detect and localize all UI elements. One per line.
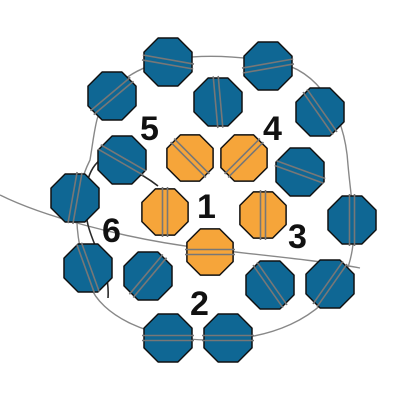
- outer-bead-2-shape: [243, 41, 293, 91]
- inner-bead-5-shape: [141, 188, 189, 236]
- outer-bead-3: [295, 87, 345, 137]
- outer-bead-15-thread-1: [217, 75, 224, 128]
- outer-bead-ring: [50, 37, 377, 363]
- outer-bead-2: [241, 41, 295, 91]
- outer-bead-11: [63, 242, 113, 294]
- inner-bead-1-shape: [166, 134, 214, 182]
- inner-bead-2-shape: [220, 134, 268, 182]
- outer-bead-6-shape: [305, 259, 355, 309]
- outer-bead-2-thread-2: [242, 63, 295, 74]
- outer-bead-7-shape: [245, 260, 295, 310]
- inner-bead-3: [239, 190, 287, 240]
- outer-bead-10: [123, 251, 173, 301]
- outer-bead-15-shape: [193, 77, 243, 127]
- outer-bead-14-thread-1: [89, 76, 131, 112]
- outer-bead-5-shape: [327, 195, 377, 245]
- outer-bead-13-thread-2: [97, 148, 144, 176]
- inner-bead-1-thread-1: [173, 138, 210, 175]
- inner-bead-ring: [141, 134, 287, 276]
- outer-bead-1-thread-1: [142, 54, 195, 65]
- outer-bead-11-thread-2: [76, 244, 96, 294]
- outer-bead-1-thread-2: [141, 59, 194, 70]
- inner-bead-4: [185, 228, 235, 276]
- outer-bead-12: [50, 171, 100, 225]
- outer-bead-8-shape: [203, 313, 253, 363]
- outer-bead-15: [193, 75, 243, 129]
- step-labels: 1 2 3 4 5 6: [102, 110, 307, 323]
- outer-bead-1: [141, 37, 195, 87]
- step-label-6: 6: [102, 212, 121, 250]
- outer-bead-4-thread-1: [276, 160, 326, 180]
- outer-bead-11-thread-1: [80, 242, 100, 292]
- outer-bead-4: [274, 147, 326, 197]
- outer-bead-9-shape: [143, 313, 193, 363]
- step-label-5: 5: [140, 110, 159, 148]
- outer-bead-4-shape: [275, 147, 325, 197]
- outer-bead-5: [327, 194, 377, 246]
- inner-bead-2-thread-1: [224, 138, 261, 175]
- step-label-4: 4: [263, 110, 282, 148]
- outer-bead-14-shape: [87, 71, 137, 121]
- outer-bead-13: [97, 135, 147, 185]
- outer-bead-14: [87, 71, 137, 121]
- outer-bead-3-shape: [295, 87, 345, 137]
- outer-bead-7: [245, 260, 295, 310]
- inner-bead-2: [220, 134, 268, 182]
- outer-bead-15-thread-2: [212, 76, 219, 129]
- outer-bead-12-thread-1: [67, 171, 78, 224]
- outer-bead-14-thread-2: [93, 80, 135, 116]
- outer-bead-11-shape: [63, 243, 113, 293]
- outer-bead-9: [142, 313, 194, 363]
- outer-bead-6: [305, 259, 355, 309]
- outer-bead-8: [202, 313, 254, 363]
- inner-bead-4-shape: [186, 228, 234, 276]
- step-label-2: 2: [190, 285, 209, 323]
- outer-bead-13-shape: [97, 135, 147, 185]
- inner-bead-5: [141, 187, 189, 237]
- step-label-1: 1: [197, 188, 216, 226]
- outer-bead-4-thread-2: [274, 164, 324, 184]
- outer-bead-10-shape: [123, 251, 173, 301]
- outer-bead-12-thread-2: [72, 172, 83, 225]
- outer-bead-6-thread-2: [316, 263, 348, 308]
- outer-bead-13-thread-1: [100, 144, 147, 172]
- outer-bead-12-shape: [50, 173, 100, 223]
- inner-bead-1: [166, 134, 214, 182]
- outer-bead-10-thread-1: [128, 253, 164, 295]
- inner-bead-2-thread-2: [227, 141, 264, 178]
- outer-bead-10-thread-2: [132, 257, 168, 299]
- outer-bead-3-thread-2: [302, 91, 334, 136]
- outer-bead-7-thread-1: [256, 261, 288, 306]
- outer-bead-6-thread-1: [312, 260, 344, 305]
- outer-bead-2-thread-1: [241, 58, 294, 69]
- inner-bead-1-thread-2: [170, 141, 207, 178]
- outer-bead-3-thread-1: [306, 88, 338, 133]
- outer-bead-7-thread-2: [252, 264, 284, 309]
- step-label-3: 3: [288, 218, 307, 256]
- outer-bead-1-shape: [143, 37, 193, 87]
- inner-bead-3-shape: [239, 191, 287, 239]
